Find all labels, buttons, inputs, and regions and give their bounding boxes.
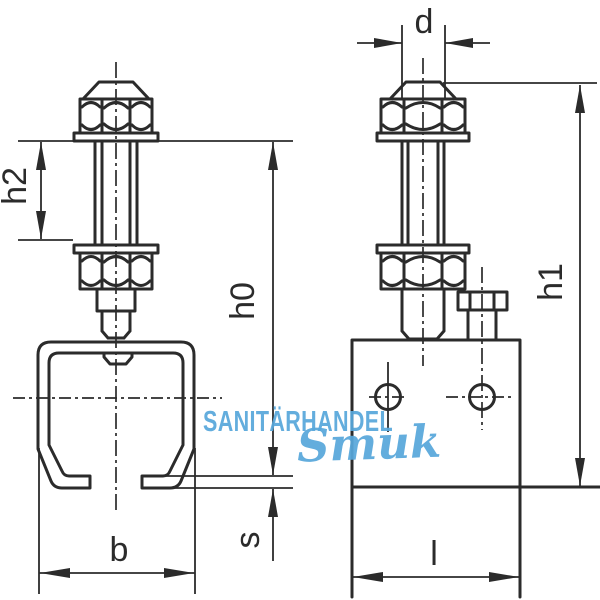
dimension-s: s [142, 475, 293, 561]
right-threaded-rod [400, 139, 446, 247]
bolt-tip-inside-rail [102, 351, 134, 366]
left-bolt-collar [95, 287, 137, 313]
dimension-b: b [38, 448, 196, 594]
extension-lines-b [38, 448, 196, 594]
watermark: SANITÄRHANDEL Smuk [203, 405, 442, 473]
right-lower-nut [379, 251, 467, 291]
left-stud-end [100, 309, 132, 340]
dim-label-b: b [110, 531, 129, 569]
dim-label-l: l [430, 535, 438, 573]
dim-label-h0: h0 [224, 282, 262, 320]
dimension-d: d [357, 3, 490, 100]
clamp-screw-shank [466, 308, 498, 341]
dimension-h1: h1 [443, 82, 597, 486]
dimension-l: l [352, 535, 520, 582]
block-holes [369, 362, 514, 432]
extension-lines-d [401, 25, 446, 100]
dimension-h2: h2 [0, 142, 73, 241]
left-threaded-rod [93, 139, 139, 247]
watermark-line1: SANITÄRHANDEL [203, 405, 393, 438]
figure-left-c-profile-bracket [13, 62, 222, 513]
dimensions-right: d h1 l [352, 3, 597, 582]
dim-label-h2: h2 [0, 167, 34, 205]
extension-lines-flange [142, 475, 293, 489]
right-stud-end [400, 287, 446, 341]
dim-label-d: d [415, 3, 434, 41]
clamp-screw-head [456, 290, 509, 312]
mounting-block-outline [350, 338, 522, 599]
watermark-line2: Smuk [296, 415, 442, 473]
dimension-h0: h0 [224, 142, 278, 475]
dim-label-s: s [229, 532, 267, 549]
right-upper-washer [375, 131, 471, 143]
clamp-screw [456, 290, 509, 341]
figure-right-mounting-block [350, 58, 600, 599]
dim-label-h1: h1 [532, 263, 570, 301]
dimensions-left: h2 h0 s b [0, 140, 293, 594]
